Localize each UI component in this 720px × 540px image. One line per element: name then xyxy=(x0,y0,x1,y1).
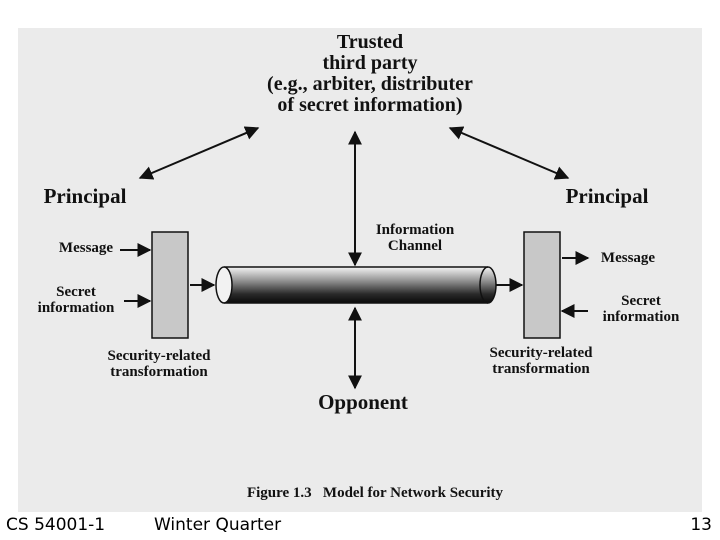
footer-page-number: 13 xyxy=(690,515,712,535)
trusted-to-left-principal-arrow xyxy=(138,126,260,180)
figure-caption: Figure 1.3 Model for Network Security xyxy=(246,485,504,501)
trusted-third-party-label: Trusted third party (e.g., arbiter, dist… xyxy=(267,31,473,116)
footer-course: CS 54001-1 xyxy=(6,515,106,535)
right-transformation-box xyxy=(523,231,561,339)
left-principal-label: Principal xyxy=(43,184,127,208)
right-principal-label: Principal xyxy=(565,184,649,208)
left-transformation-label: Security-related transformation xyxy=(107,348,211,380)
left-message-label: Message xyxy=(58,240,114,256)
right-transformation-label: Security-related transformation xyxy=(489,345,593,377)
right-message-label: Message xyxy=(600,250,656,266)
right-secret-information-label: Secret information xyxy=(602,293,680,325)
opponent-label: Opponent xyxy=(318,390,408,414)
trusted-to-right-principal-arrow xyxy=(448,126,570,180)
left-secret-information-label: Secret information xyxy=(37,284,115,316)
footer-term: Winter Quarter xyxy=(154,515,282,535)
left-transformation-box xyxy=(151,231,189,339)
information-channel-pipe xyxy=(215,266,497,304)
information-channel-label: Information Channel xyxy=(375,222,455,254)
